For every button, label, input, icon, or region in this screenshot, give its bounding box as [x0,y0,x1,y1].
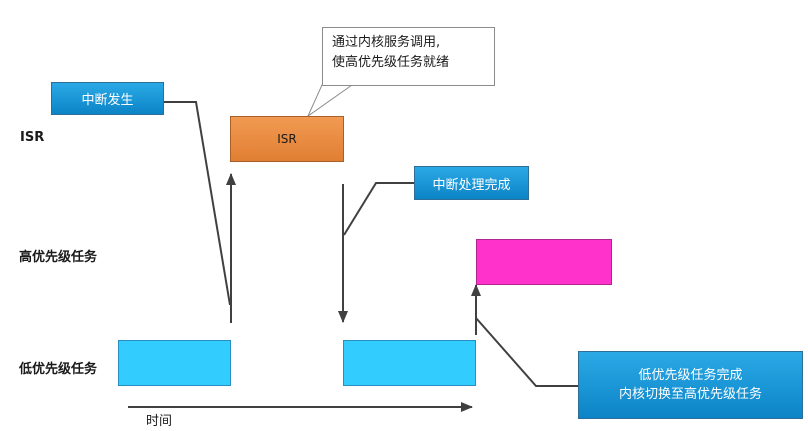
note-pointer [306,84,354,118]
callout-low-task-done-line2: 内核切换至高优先级任务 [618,387,762,402]
isr-block-label: ISR [277,132,297,146]
callout-low-task-done-line1: 低优先级任务完成 [638,368,743,383]
callout-interrupt-occurs-text: 中断发生 [81,93,134,108]
note-line-1: 通过内核服务调用, [332,35,441,50]
callout-interrupt-done-text: 中断处理完成 [432,177,511,193]
low-priority-task-block-1 [118,340,231,386]
row-label-isr: ISR [20,130,45,145]
row-label-high-priority-task: 高优先级任务 [19,250,98,265]
isr-block: ISR [230,116,344,162]
time-axis-label: 时间 [146,414,173,429]
callout-interrupt-done: 中断处理完成 [414,166,529,200]
low-done-leader [475,317,578,387]
interrupt-occurs-leader [164,101,231,306]
interrupt-done-leader [343,182,414,236]
callout-interrupt-occurs: 中断发生 [51,82,164,115]
callout-low-task-done: 低优先级任务完成 内核切换至高优先级任务 [578,351,803,419]
low-priority-task-block-2 [343,340,476,386]
note-line-2: 使高优先级任务就绪 [332,55,450,70]
high-priority-task-block [476,239,612,285]
note-kernel-service-call: 通过内核服务调用, 使高优先级任务就绪 [322,27,495,86]
row-label-low-priority-task: 低优先级任务 [19,362,98,377]
